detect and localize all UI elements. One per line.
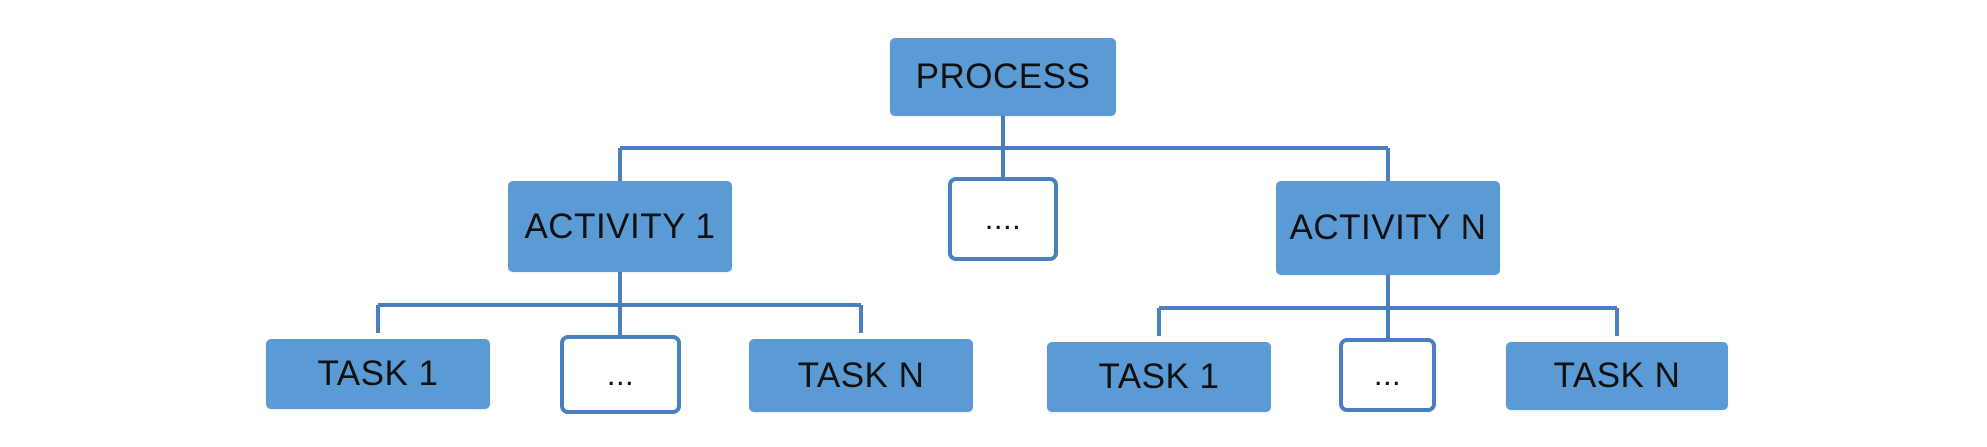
process-node: PROCESS (890, 38, 1116, 116)
activity-n-task-1-node: TASK 1 (1047, 342, 1271, 412)
activity-1-task-ellipsis-node: ... (560, 335, 681, 414)
activity-n-task-n-node: TASK N (1506, 342, 1728, 410)
activity-n-task-ellipsis-node: ... (1339, 338, 1436, 412)
activity-ellipsis-node: .... (948, 177, 1058, 261)
activity-1-task-1-node: TASK 1 (266, 339, 490, 409)
activity-n-node: ACTIVITY N (1276, 181, 1500, 275)
activity-1-task-n-node: TASK N (749, 339, 973, 412)
activity-1-node: ACTIVITY 1 (508, 181, 732, 272)
